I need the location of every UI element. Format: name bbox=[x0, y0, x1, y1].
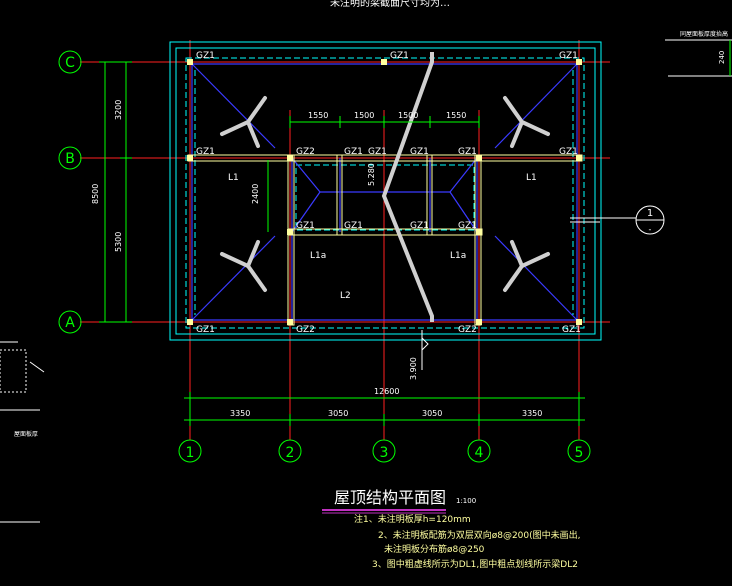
top-dim: 1550 bbox=[446, 111, 466, 120]
bottom-dim-total: 12600 bbox=[374, 387, 399, 396]
top-dim: 1500 bbox=[354, 111, 374, 120]
beam-label-l1a: L1a bbox=[310, 251, 326, 261]
top-dim: 1500 bbox=[398, 111, 418, 120]
column-labels: GZ1 GZ1 GZ1 GZ1 GZ2 GZ1 GZ1 GZ1 GZ1 GZ1 … bbox=[196, 51, 581, 335]
axis-label-3: 3 bbox=[380, 445, 389, 461]
axis-label-a: A bbox=[65, 315, 75, 331]
axis-label-4: 4 bbox=[475, 445, 484, 461]
header-fragment: 未注明的梁截面尺寸均为… bbox=[330, 0, 450, 9]
axis-bubbles-vertical: 1 2 3 4 5 bbox=[178, 439, 591, 463]
detail-dim: 240 bbox=[718, 51, 726, 64]
gz-label: GZ1 bbox=[196, 51, 215, 61]
note-line: 注1、未注明板厚h=120mm bbox=[354, 513, 471, 525]
bottom-dimensions bbox=[184, 392, 585, 426]
gz-label: GZ1 bbox=[296, 221, 315, 231]
axis-bubbles-horizontal: C B A bbox=[58, 50, 82, 334]
axis-label-2: 2 bbox=[286, 445, 295, 461]
beam-label-l1a: L1a bbox=[450, 251, 466, 261]
gz-label: GZ1 bbox=[410, 221, 429, 231]
gz-label: GZ1 bbox=[344, 221, 363, 231]
slope-arrows bbox=[220, 96, 550, 292]
gz-label: GZ1 bbox=[559, 51, 578, 61]
bottom-dim-segment: 3050 bbox=[422, 409, 442, 418]
bottom-dim-segment: 3350 bbox=[230, 409, 250, 418]
svg-text:-: - bbox=[649, 225, 652, 234]
grid-lines bbox=[80, 40, 610, 440]
section-number: 1 bbox=[647, 208, 653, 219]
gz-label: GZ1 bbox=[562, 325, 581, 335]
section-marker: 1 - bbox=[570, 205, 665, 235]
bottom-dim-segment: 3350 bbox=[522, 409, 542, 418]
gz-label: GZ1 bbox=[458, 221, 477, 231]
axis-label-c: C bbox=[65, 55, 75, 71]
beam-label-l1: L1 bbox=[228, 173, 239, 183]
mid-vertical-dim: 2400 bbox=[251, 184, 260, 204]
left-dim-segment: 5300 bbox=[114, 232, 123, 252]
axis-label-5: 5 bbox=[575, 445, 584, 461]
gz-label: GZ1 bbox=[196, 147, 215, 157]
drawing-notes: 注1、未注明板厚h=120mm 2、未注明板配筋为双层双向ø8@200(图中未画… bbox=[354, 513, 581, 570]
note-line: 2、未注明板配筋为双层双向ø8@200(图中未画出, bbox=[378, 529, 581, 541]
beam-outlines bbox=[187, 154, 583, 326]
gz-label: GZ1 bbox=[410, 147, 429, 157]
top-dimensions: 1550 1500 1500 1550 bbox=[289, 111, 480, 128]
note-line: 3、图中粗虚线所示为DL1,图中粗点划线所示梁DL2 bbox=[372, 558, 578, 570]
axis-label-b: B bbox=[65, 151, 75, 167]
left-detail-label: 屋面板厚 bbox=[14, 430, 38, 438]
column-markers bbox=[187, 59, 582, 325]
axis-label-1: 1 bbox=[186, 445, 195, 461]
drawing-title: 屋顶结构平面图 bbox=[334, 488, 446, 507]
left-dimensions bbox=[99, 61, 132, 323]
bottom-dim-segment: 3050 bbox=[328, 409, 348, 418]
gz-label: GZ1 bbox=[458, 147, 477, 157]
bottom-small-dim: 3.900 bbox=[409, 357, 418, 380]
beam-label-l2: L2 bbox=[340, 291, 351, 301]
gz-label: GZ1 bbox=[390, 51, 409, 61]
gz-label: GZ2 bbox=[458, 325, 477, 335]
drawing-scale: 1:100 bbox=[456, 497, 476, 505]
gz-label: GZ1 bbox=[559, 147, 578, 157]
section-cut-line bbox=[381, 52, 434, 322]
left-dim-total: 8500 bbox=[91, 184, 100, 204]
ridge-elevation: 5.280 bbox=[367, 163, 376, 186]
gz-label: GZ1 bbox=[368, 147, 387, 157]
beam-label-l1: L1 bbox=[526, 173, 537, 183]
top-dim: 1550 bbox=[308, 111, 328, 120]
gz-label: GZ1 bbox=[196, 325, 215, 335]
detail-label: 同屋面板厚度抬高 bbox=[680, 30, 728, 38]
gz-label: GZ1 bbox=[344, 147, 363, 157]
beam-labels: L1 L1 L1a L1a L2 bbox=[228, 173, 537, 301]
top-right-detail: 同屋面板厚度抬高 240 bbox=[665, 30, 732, 77]
left-dim-segment: 3200 bbox=[114, 100, 123, 120]
note-line: 未注明板分布筋ø8@250 bbox=[384, 543, 485, 555]
gz-label: GZ2 bbox=[296, 147, 315, 157]
slab-outline bbox=[169, 41, 602, 341]
left-detail: 屋面板厚 bbox=[0, 341, 45, 523]
gz-label: GZ2 bbox=[296, 325, 315, 335]
